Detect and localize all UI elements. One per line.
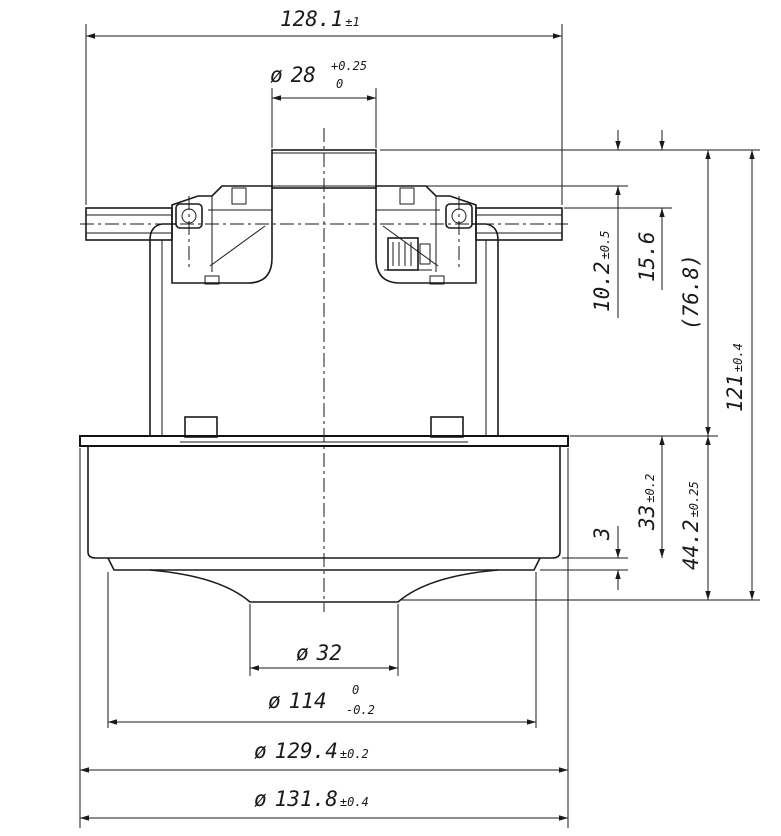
outlet-cone bbox=[149, 569, 499, 603]
label-boss-dia-upper-tol: +0.25 bbox=[331, 59, 367, 73]
skirt bbox=[107, 557, 541, 571]
label-overall-width: 128.1±1 bbox=[280, 7, 360, 31]
left-cap bbox=[171, 185, 273, 284]
left-mounting-ear bbox=[85, 203, 203, 241]
label-boss-dia-lower-tol: 0 bbox=[336, 77, 343, 91]
label-housing-height: 33±0.2 bbox=[635, 474, 659, 531]
label-flange-offset: 10.2±0.5 bbox=[590, 231, 614, 312]
label-step-height: 3 bbox=[590, 527, 614, 541]
extension-lines bbox=[79, 24, 760, 828]
right-tab bbox=[430, 416, 464, 438]
label-lower-height: 44.2±0.25 bbox=[679, 481, 703, 570]
terminal-connector bbox=[384, 237, 432, 271]
right-mounting-ear bbox=[445, 203, 563, 241]
label-skirt-dia-lower-tol: -0.2 bbox=[346, 703, 375, 717]
label-skirt-dia-upper-tol: 0 bbox=[352, 683, 359, 697]
right-cap bbox=[375, 185, 477, 284]
label-total-height: 121±0.4 bbox=[723, 343, 747, 412]
dimension-lines bbox=[80, 33, 755, 821]
left-tab bbox=[184, 416, 218, 438]
label-top-height: 15.6 bbox=[635, 231, 659, 282]
label-upper-height-ref: (76.8) bbox=[679, 254, 703, 330]
